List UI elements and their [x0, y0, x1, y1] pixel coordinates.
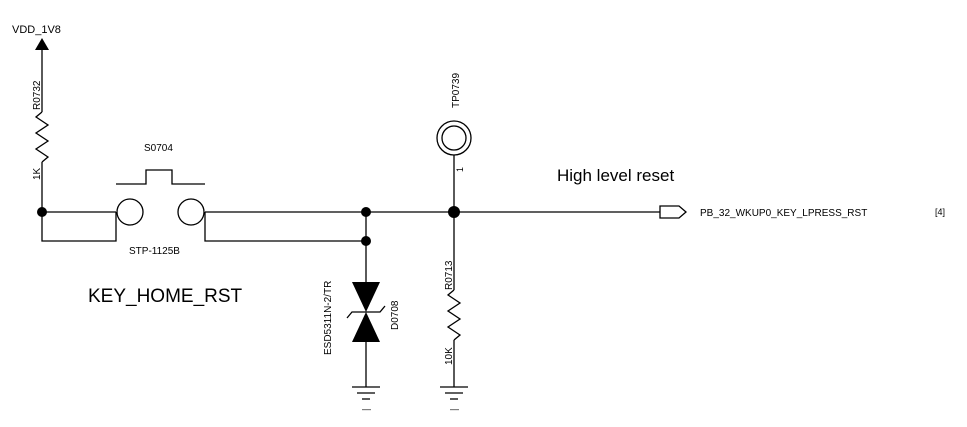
resistor-r0732: R0732 1K	[32, 50, 50, 212]
output-port: PB_32_WKUP0_KEY_LPRESS_RST [4]	[659, 205, 945, 219]
resistor-r0713: R0713 10K	[444, 212, 462, 387]
diode-part: ESD5311N-2/TR	[323, 281, 334, 355]
test-point-pin: 1	[455, 167, 465, 172]
page-reference: [4]	[935, 207, 945, 217]
switch-function-label: KEY_HOME_RST	[88, 286, 243, 307]
diode-triangle-lower-icon	[352, 312, 380, 342]
resistor-zigzag-icon	[446, 289, 462, 341]
switch-contact-left-icon	[116, 198, 144, 226]
port-arrow-icon	[659, 205, 687, 219]
ground-label: —	[362, 404, 371, 414]
reset-annotation: High level reset	[557, 166, 674, 185]
ground-symbol-resistor: —	[440, 386, 468, 414]
resistor-r0713-ref: R0713	[444, 260, 455, 290]
diode-zener-bar-icon	[346, 305, 386, 319]
output-net-label: PB_32_WKUP0_KEY_LPRESS_RST	[700, 208, 867, 219]
diode-d0708: ESD5311N-2/TR D0708	[323, 241, 401, 387]
resistor-r0732-ref: R0732	[32, 80, 43, 110]
wire-switch-loop-right	[204, 212, 366, 242]
switch-actuator-icon	[116, 169, 205, 185]
wire-switch-loop-left	[41, 212, 117, 242]
resistor-r0713-value: 10K	[444, 347, 455, 365]
power-symbol-vdd: VDD_1V8	[12, 24, 61, 50]
switch-s0704: S0704 STP-1125B	[116, 143, 205, 257]
diode-ref: D0708	[390, 300, 401, 330]
test-point-inner-icon	[441, 125, 467, 151]
switch-contact-right-icon	[177, 198, 205, 226]
power-arrow-icon	[35, 38, 49, 50]
switch-ref: S0704	[144, 143, 173, 154]
resistor-r0732-value: 1K	[32, 167, 43, 180]
power-net-label: VDD_1V8	[12, 24, 61, 36]
switch-part: STP-1125B	[129, 246, 180, 257]
diode-triangle-upper-icon	[352, 282, 380, 312]
ground-label: —	[450, 404, 459, 414]
resistor-zigzag-icon	[34, 111, 50, 163]
ground-symbol-diode: —	[352, 386, 380, 414]
test-point-tp0739: TP0739 1	[436, 73, 472, 212]
test-point-ref: TP0739	[451, 73, 462, 108]
